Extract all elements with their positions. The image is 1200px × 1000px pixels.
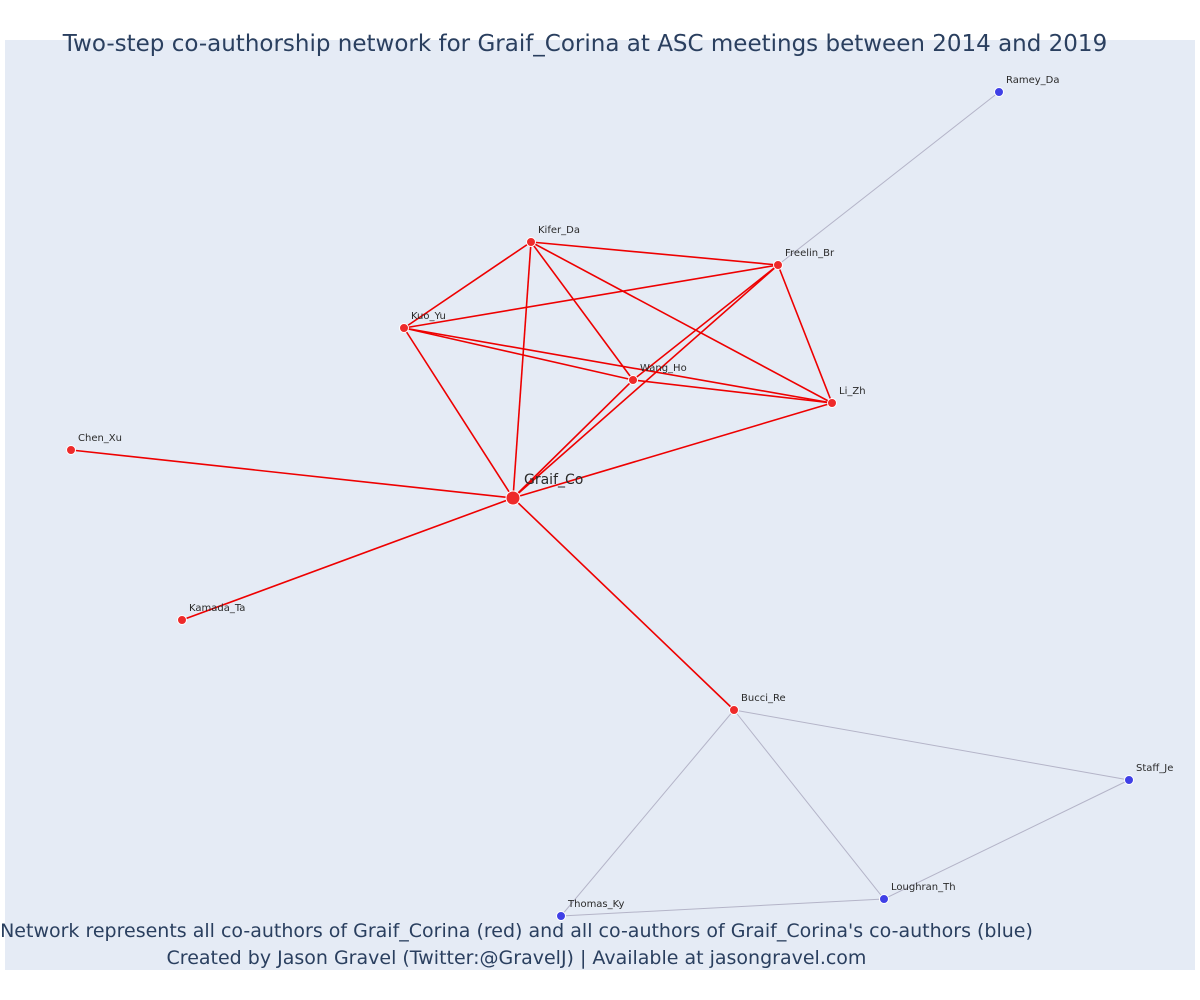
edge-Bucci_Re-Loughran_Th xyxy=(733,709,885,900)
edge-Kuo_Yu-Li_Zh xyxy=(403,327,833,404)
edge-Freelin_Br-Li_Zh xyxy=(777,264,833,404)
edge-Graif_Co-Li_Zh xyxy=(512,402,833,499)
edge-Kifer_Da-Kuo_Yu xyxy=(403,241,532,329)
node-Li_Zh[interactable] xyxy=(827,398,837,408)
node-label-Staff_Je: Staff_Je xyxy=(1136,763,1173,774)
node-label-Wang_Ho: Wang_Ho xyxy=(640,363,687,374)
node-label-Thomas_Ky: Thomas_Ky xyxy=(567,899,624,910)
chart-title: Two-step co-authorship network for Graif… xyxy=(62,31,1108,57)
edge-Graif_Co-Kifer_Da xyxy=(512,241,532,499)
node-label-Kuo_Yu: Kuo_Yu xyxy=(411,311,446,322)
edge-Kuo_Yu-Freelin_Br xyxy=(403,264,779,329)
chart-caption: Network represents all co-authors of Gra… xyxy=(0,918,1033,972)
node-Loughran_Th[interactable] xyxy=(879,894,889,904)
node-Thomas_Ky[interactable] xyxy=(556,911,566,921)
edge-Bucci_Re-Thomas_Ky xyxy=(560,709,735,917)
edge-Freelin_Br-Ramey_Da xyxy=(777,91,1000,266)
node-Kifer_Da[interactable] xyxy=(526,237,536,247)
edge-Kifer_Da-Wang_Ho xyxy=(530,241,634,381)
node-label-Kifer_Da: Kifer_Da xyxy=(538,225,580,236)
plot-background xyxy=(5,40,1195,970)
node-Chen_Xu[interactable] xyxy=(66,445,76,455)
edge-Kifer_Da-Freelin_Br xyxy=(530,241,779,266)
node-Graif_Co[interactable] xyxy=(505,490,521,506)
edge-Graif_Co-Chen_Xu xyxy=(70,449,514,499)
edge-Loughran_Th-Thomas_Ky xyxy=(560,898,885,917)
node-label-Chen_Xu: Chen_Xu xyxy=(78,433,122,444)
node-label-Kamada_Ta: Kamada_Ta xyxy=(189,603,245,614)
node-label-Bucci_Re: Bucci_Re xyxy=(741,693,786,704)
edge-Staff_Je-Loughran_Th xyxy=(883,779,1130,900)
edge-Kuo_Yu-Wang_Ho xyxy=(403,327,634,381)
edge-Freelin_Br-Wang_Ho xyxy=(632,264,779,381)
edge-Kifer_Da-Li_Zh xyxy=(530,241,833,404)
node-layer xyxy=(66,87,1134,921)
edge-Bucci_Re-Staff_Je xyxy=(733,709,1130,781)
node-label-Freelin_Br: Freelin_Br xyxy=(785,248,835,259)
caption-credit-line: Created by Jason Gravel (Twitter:@Gravel… xyxy=(166,947,867,969)
node-Wang_Ho[interactable] xyxy=(628,375,638,385)
edge-layer xyxy=(70,91,1130,917)
edge-Graif_Co-Kuo_Yu xyxy=(403,327,514,499)
node-label-Graif_Co: Graif_Co xyxy=(524,472,583,488)
edge-Graif_Co-Wang_Ho xyxy=(512,379,634,499)
node-Kamada_Ta[interactable] xyxy=(177,615,187,625)
node-label-Ramey_Da: Ramey_Da xyxy=(1006,75,1060,86)
node-label-Li_Zh: Li_Zh xyxy=(839,386,866,397)
node-label-Loughran_Th: Loughran_Th xyxy=(891,882,956,893)
node-Ramey_Da[interactable] xyxy=(994,87,1004,97)
edge-Wang_Ho-Li_Zh xyxy=(632,379,833,404)
node-Kuo_Yu[interactable] xyxy=(399,323,409,333)
caption-legend-line: Network represents all co-authors of Gra… xyxy=(0,920,1033,942)
edge-Graif_Co-Bucci_Re xyxy=(512,497,735,711)
edge-Graif_Co-Kamada_Ta xyxy=(181,497,514,621)
node-Staff_Je[interactable] xyxy=(1124,775,1134,785)
node-Freelin_Br[interactable] xyxy=(773,260,783,270)
label-layer: Graif_Co Kifer_DaFreelin_BrKuo_YuWang_HoL… xyxy=(78,75,1173,910)
node-Bucci_Re[interactable] xyxy=(729,705,739,715)
